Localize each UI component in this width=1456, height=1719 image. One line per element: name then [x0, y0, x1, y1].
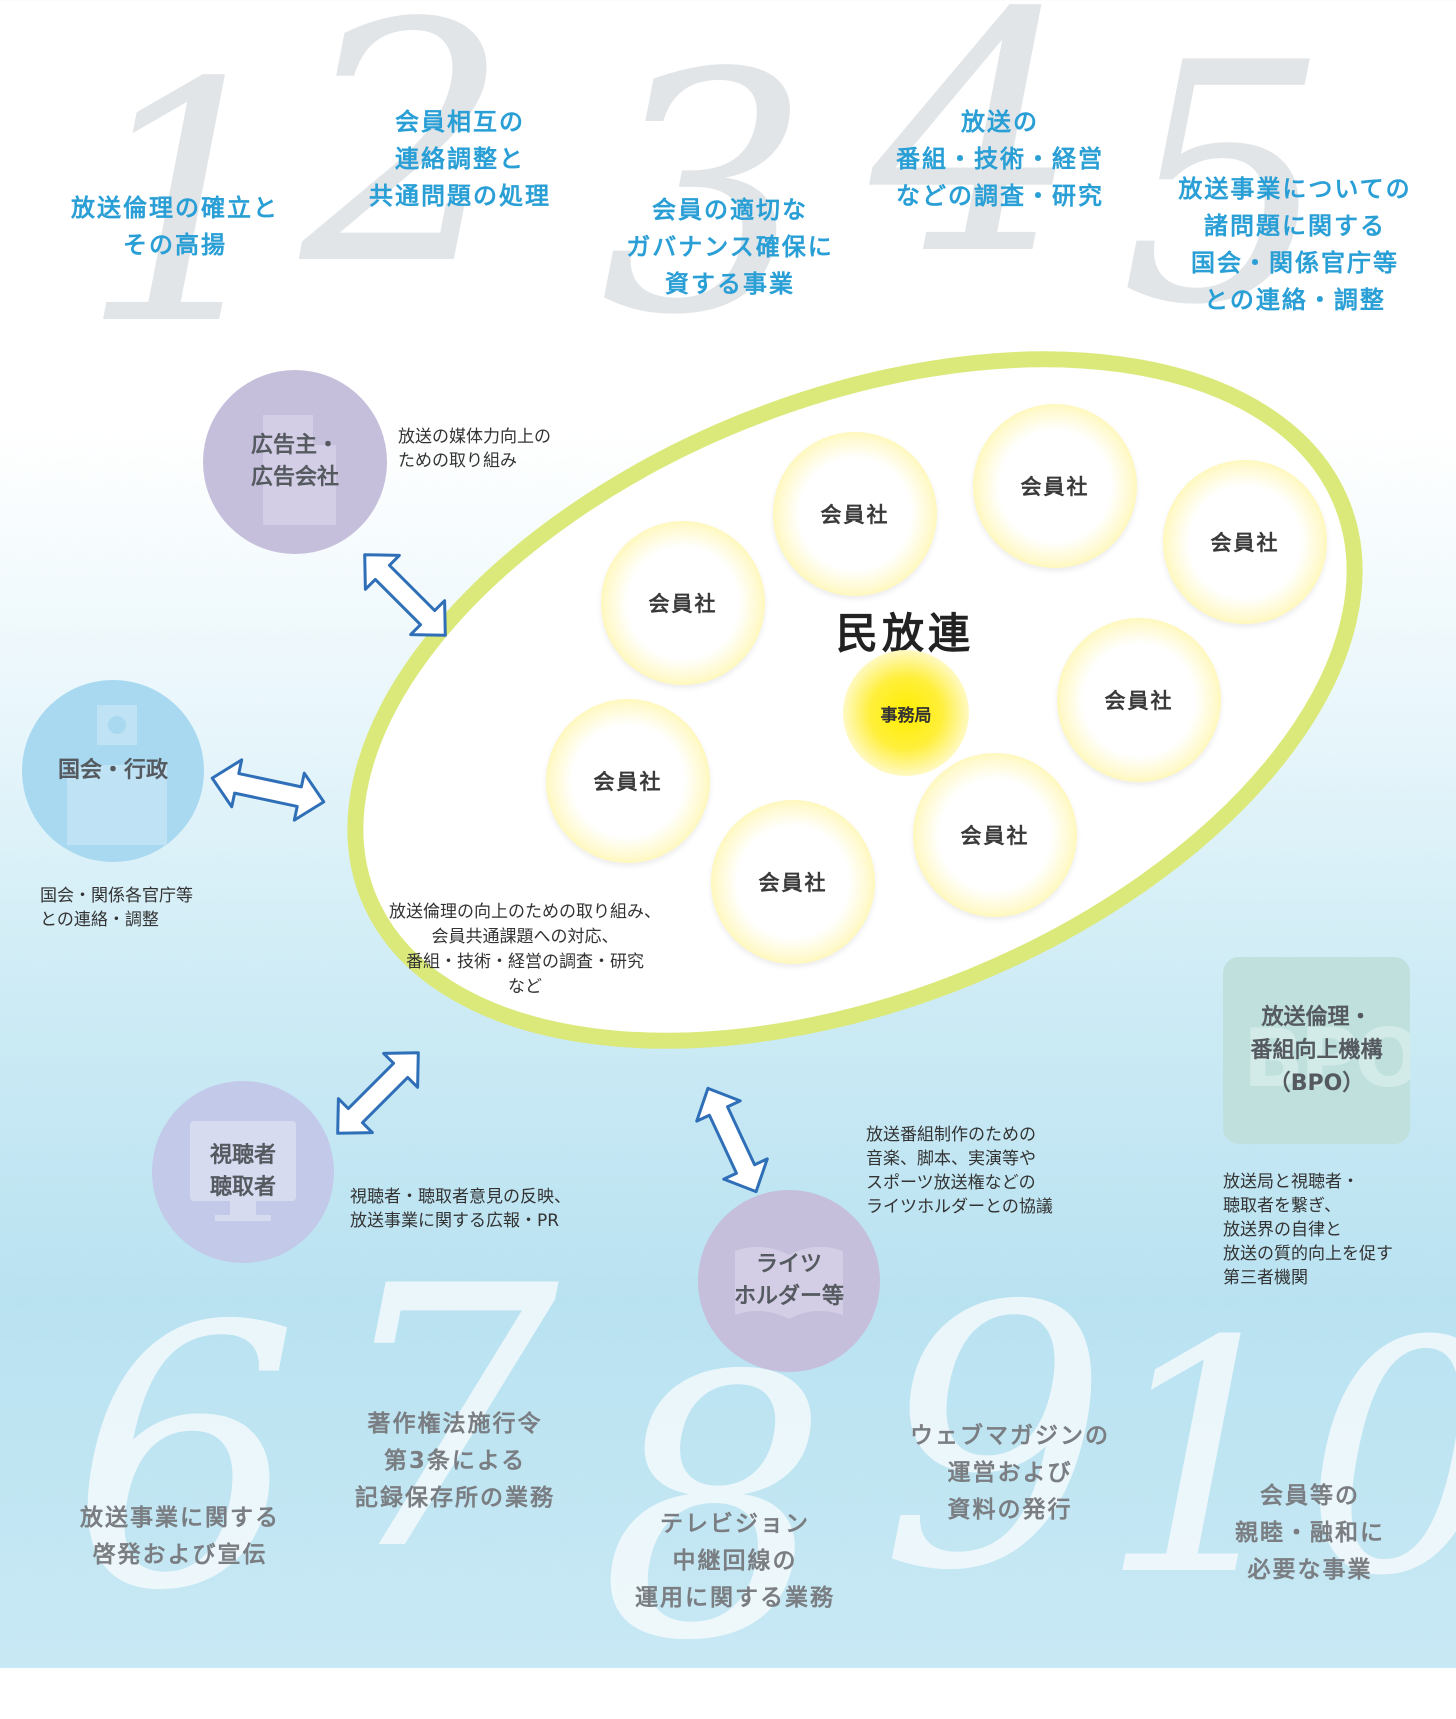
- member-company-1: 会員社: [773, 432, 937, 596]
- viewers-note: 視聴者・聴取者意見の反映、 放送事業に関する広報・PR: [350, 1187, 571, 1231]
- member-company-8: 会員社: [711, 800, 875, 964]
- viewers-circle: 視聴者 聴取者: [152, 1081, 334, 1263]
- number-5: 5: [1120, 0, 1330, 377]
- building-icon: [263, 415, 336, 525]
- member-company-4: 会員社: [601, 521, 765, 685]
- book-icon: [735, 1246, 843, 1319]
- member-company-5: 会員社: [1057, 618, 1221, 782]
- arrow-viewers: [336, 1051, 420, 1135]
- monitor-icon: [190, 1121, 296, 1221]
- center-description: 放送倫理の向上のための取り組み、 会員共通課題への対応、 番組・技術・経営の調査…: [389, 902, 661, 997]
- number-6: 6: [70, 1250, 300, 1669]
- viewers-label: 視聴者 聴取者: [209, 1143, 276, 1200]
- member-company-3: 会員社: [1163, 460, 1327, 624]
- advertisers-circle: 広告主・ 広告会社: [203, 370, 387, 554]
- topic-2: 会員相互の 連絡調整と 共通問題の処理: [369, 108, 551, 210]
- government-label: 国会・行政: [57, 758, 168, 783]
- government-note: 国会・関係各官庁等 との連絡・調整: [40, 886, 193, 930]
- bpo-note: 放送局と視聴者・ 聴取者を繋ぎ、 放送界の自律と 放送の質的向上を促す 第三者機…: [1223, 1172, 1393, 1288]
- minpo-title: 民放連: [835, 609, 974, 658]
- secretariat-label: 事務局: [880, 705, 932, 726]
- member-company-7: 会員社: [913, 753, 1077, 917]
- advertisers-note: 放送の媒体力向上の ための取り組み: [398, 427, 551, 471]
- rights-holders-label: ライツ ホルダー等: [733, 1252, 844, 1309]
- parliament-icon: [67, 705, 167, 845]
- number-9: 9: [880, 1230, 1110, 1649]
- number-3: 3: [600, 3, 810, 387]
- arrow-advertisers: [363, 553, 447, 637]
- government-circle: 国会・行政: [22, 680, 204, 862]
- topic-7: 著作権法施行令 第3条による 記録保存所の業務: [355, 1411, 555, 1511]
- bpo-label: 放送倫理・ 番組向上機構 （BPO）: [1250, 1005, 1383, 1096]
- number-4: 4: [870, 0, 1080, 327]
- number-2: 2: [300, 0, 510, 337]
- number-7: 7: [330, 1210, 560, 1629]
- secretariat-circle: 事務局: [843, 650, 969, 776]
- topic-6: 放送事業に関する 啓発および宣伝: [80, 1505, 280, 1568]
- topic-8: テレビジョン 中継回線の 運用に関する業務: [635, 1511, 835, 1611]
- topic-1: 放送倫理の確立と その高揚: [71, 194, 279, 259]
- topic-9: ウェブマガジンの 運営および 資料の発行: [910, 1423, 1110, 1523]
- topic-3: 会員の適切な ガバナンス確保に 資する事業: [626, 196, 834, 298]
- member-company-6: 会員社: [546, 699, 710, 863]
- bpo-box: BPO 放送倫理・ 番組向上機構 （BPO）: [1223, 957, 1410, 1144]
- topic-5: 放送事業についての 諸問題に関する 国会・関係官庁等 との連絡・調整: [1178, 175, 1412, 314]
- rights-holders-circle: ライツ ホルダー等: [698, 1190, 880, 1372]
- member-company-2: 会員社: [973, 404, 1137, 568]
- number-10: 10: [1100, 1274, 1456, 1646]
- number-1: 1: [80, 13, 290, 397]
- topic-10: 会員等の 親睦・融和に 必要な事業: [1235, 1483, 1385, 1583]
- bpo-watermark: BPO: [1243, 1012, 1410, 1105]
- number-8: 8: [600, 1300, 830, 1719]
- advertisers-label: 広告主・ 広告会社: [250, 433, 339, 490]
- topic-4: 放送の 番組・技術・経営 などの調査・研究: [896, 108, 1104, 210]
- arrow-government: [210, 758, 326, 822]
- arrow-rights-holders: [695, 1086, 769, 1194]
- rights-holders-note: 放送番組制作のための 音楽、脚本、実演等や スポーツ放送権などの ライツホルダー…: [866, 1125, 1053, 1217]
